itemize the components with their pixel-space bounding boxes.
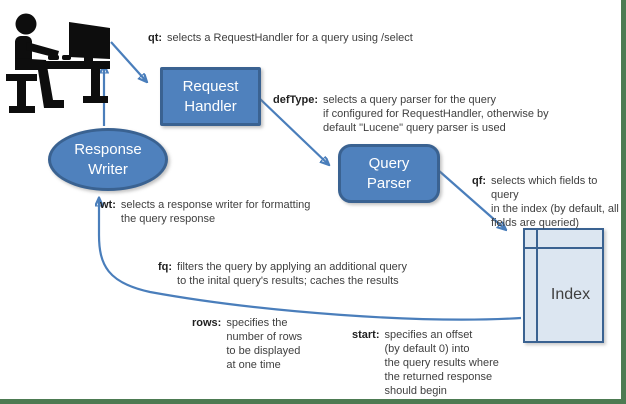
request-handler-label: Request Handler [182, 78, 239, 115]
qf-description: selects which fields to query in the ind… [491, 175, 619, 229]
qt-description: selects a RequestHandler for a query usi… [167, 32, 413, 44]
qt-annotation: qt: selects a RequestHandler for a query… [148, 31, 413, 45]
fq-annotation: fq: filters the query by applying an add… [158, 260, 407, 288]
wt-annotation: wt: selects a response writer for format… [100, 198, 310, 226]
qf-param-label: qf: [472, 175, 487, 187]
arrow-request-handler-to-query-parser [257, 96, 328, 164]
wt-description: selects a response writer for formatting… [120, 199, 311, 225]
deftype-annotation: defType: selects a query parser for the … [273, 93, 549, 135]
index-node: Index [523, 228, 604, 343]
start-description: specifies an offset (by default 0) into … [384, 329, 499, 397]
index-grid-hline [525, 247, 602, 249]
arrow-user-to-request-handler [110, 41, 146, 81]
deftype-param-label: defType: [273, 94, 319, 106]
index-grid-vline [536, 230, 538, 341]
rows-description: specifies the number of rows to be displ… [226, 317, 303, 371]
qf-annotation: qf: selects which fields to query in the… [472, 174, 626, 230]
rows-param-label: rows: [192, 317, 222, 329]
request-handler-node: Request Handler [160, 67, 261, 126]
fq-param-label: fq: [158, 261, 173, 273]
person-at-computer-icon [6, 12, 118, 118]
start-param-label: start: [352, 329, 380, 341]
response-writer-label: Response Writer [74, 141, 142, 178]
query-parser-label: Query Parser [366, 155, 412, 192]
rows-annotation: rows: specifies the number of rows to be… [192, 316, 302, 372]
frame-border-right [621, 0, 626, 404]
query-parser-node: Query Parser [338, 144, 440, 203]
qt-param-label: qt: [148, 32, 163, 44]
index-label: Index [550, 286, 591, 303]
frame-border-bottom [0, 399, 626, 404]
arrow-query-parser-to-index [437, 169, 505, 229]
fq-description: filters the query by applying an additio… [177, 261, 407, 287]
wt-param-label: wt: [100, 199, 116, 211]
deftype-description: selects a query parser for the query if … [323, 94, 549, 134]
person-at-computer-glyph [6, 13, 110, 113]
start-annotation: start: specifies an offset (by default 0… [352, 328, 499, 398]
arrow-index-to-response-writer-fq [99, 199, 522, 321]
response-writer-node: Response Writer [48, 128, 168, 191]
